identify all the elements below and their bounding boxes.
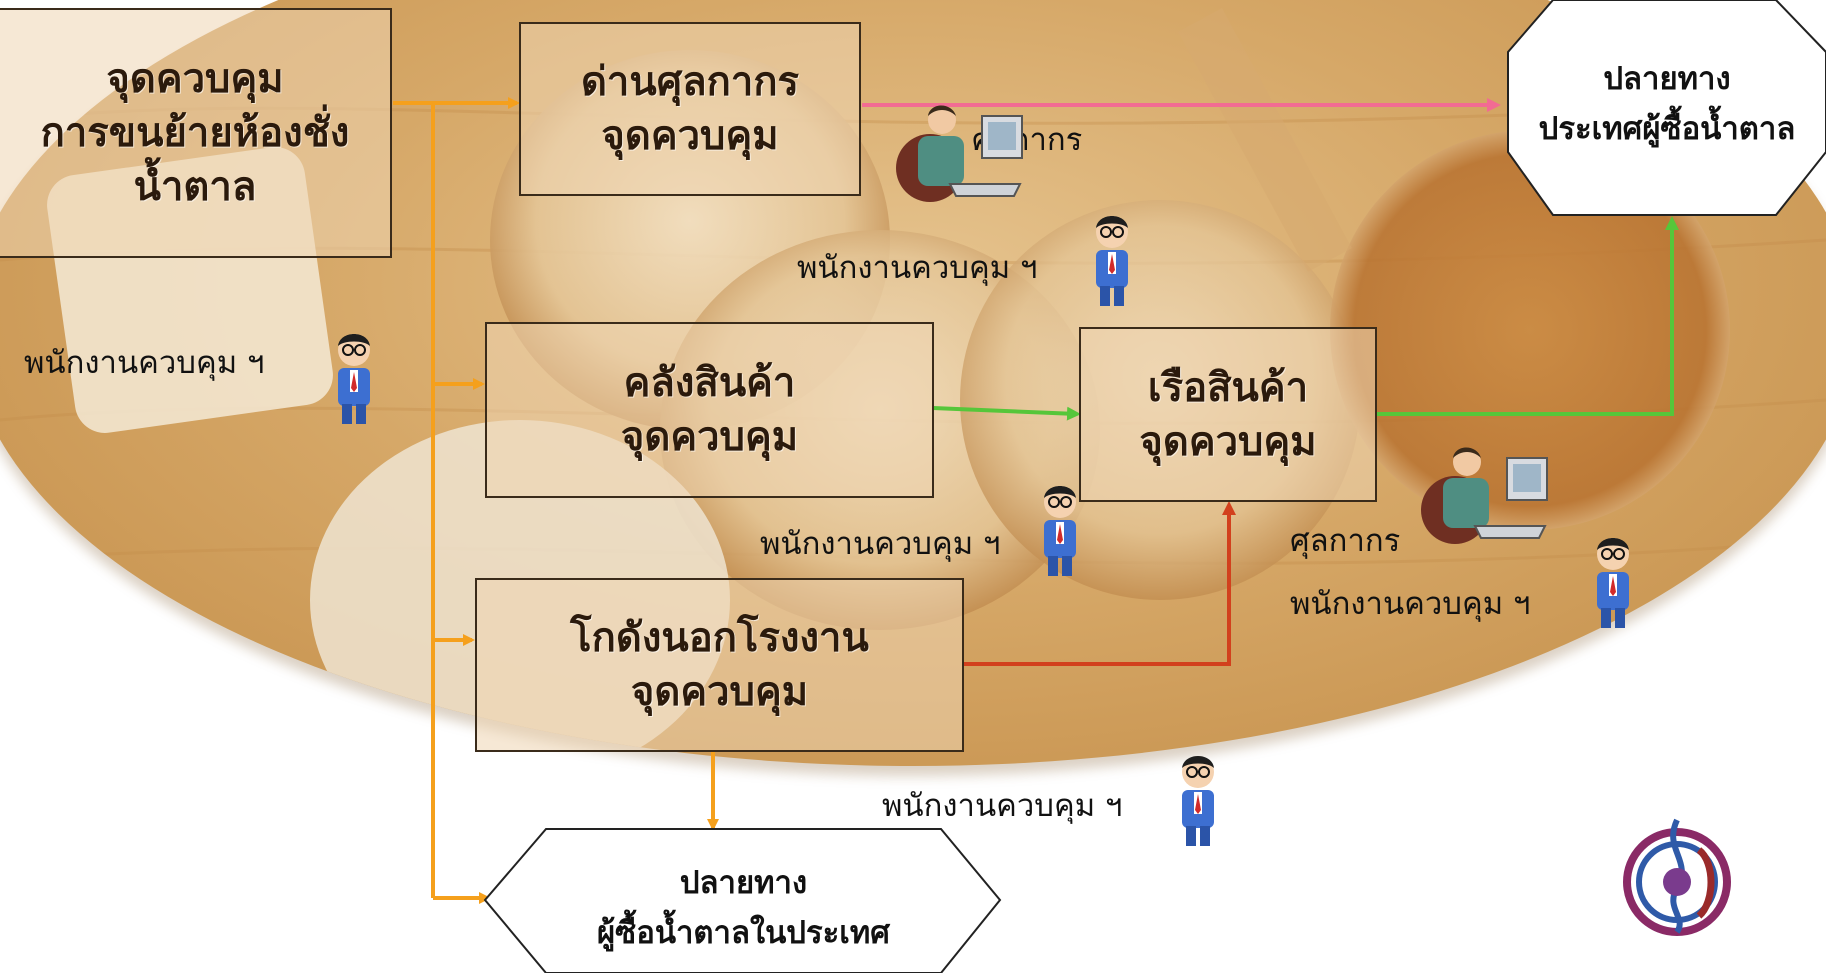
node-line: การขนย้ายห้องชั่ง [40, 110, 350, 156]
staff-figure-icon [1182, 756, 1214, 846]
node-domestic-destination: ปลายทาง ผู้ซื้อน้ำตาลในประเทศ [546, 845, 941, 973]
node-line: คลังสินค้า [623, 360, 796, 406]
node-line: โกดังนอกโรงงาน [570, 615, 869, 661]
node-export-destination: ปลายทาง ประเทศผู้ซื้อน้ำตาล [1508, 20, 1826, 190]
node-origin-weighing-room: จุดควบคุม การขนย้ายห้องชั่ง น้ำตาล [0, 8, 392, 258]
node-line: จุดควบคุม [620, 414, 799, 460]
node-line: ผู้ซื้อน้ำตาลในประเทศ [597, 915, 890, 951]
node-line: ด่านศุลกากร [580, 59, 800, 105]
node-cargo-ship: เรือสินค้า จุดควบคุม [1079, 327, 1377, 502]
node-line: จุดควบคุม [1139, 418, 1317, 465]
staff-label-warehouse: พนักงานควบคุม ฯ [760, 526, 1001, 562]
domestic-destination-shape [483, 828, 1002, 973]
staff-figure-icon [1597, 538, 1629, 628]
staff-label-origin: พนักงานควบคุม ฯ [24, 345, 265, 381]
node-line: จุดควบคุม [601, 113, 779, 159]
node-line: จุดควบคุม [630, 669, 809, 715]
node-line: ปลายทาง [1603, 61, 1731, 98]
customs-officer-computer-icon [896, 105, 1023, 202]
node-line: ปลายทาง [679, 865, 808, 902]
customs-officer-label-ship: ศุลกากร [1290, 523, 1401, 559]
customs-officer-computer-icon [1421, 447, 1548, 544]
staff-label-customs: พนักงานควบคุม ฯ [797, 250, 1038, 286]
export-destination-shape [1507, 0, 1826, 216]
staff-figure-icon [1096, 216, 1128, 306]
node-warehouse: คลังสินค้า จุดควบคุม [485, 322, 934, 498]
staff-figure-icon [1044, 486, 1076, 576]
arrow-depot-to-ship [963, 501, 1236, 666]
node-line: ประเทศผู้ซื้อน้ำตาล [1538, 111, 1796, 147]
arrow-ship-to-export [1377, 216, 1679, 416]
arrow-warehouse-to-ship [932, 406, 1081, 421]
node-line: น้ำตาล [133, 164, 257, 210]
node-offsite-depot: โกดังนอกโรงงาน จุดควบคุม [475, 578, 964, 752]
node-line: จุดควบคุม [106, 56, 284, 102]
staff-figure-icon [338, 334, 370, 424]
node-customs-checkpoint: ด่านศุลกากร จุดควบคุม [519, 22, 861, 196]
cane-and-sugar-board-logo-icon [1603, 790, 1751, 955]
staff-label-ship: พนักงานควบคุม ฯ [1290, 586, 1531, 622]
node-line: เรือสินค้า [1147, 364, 1309, 411]
staff-label-depot: พนักงานควบคุม ฯ [882, 788, 1123, 824]
